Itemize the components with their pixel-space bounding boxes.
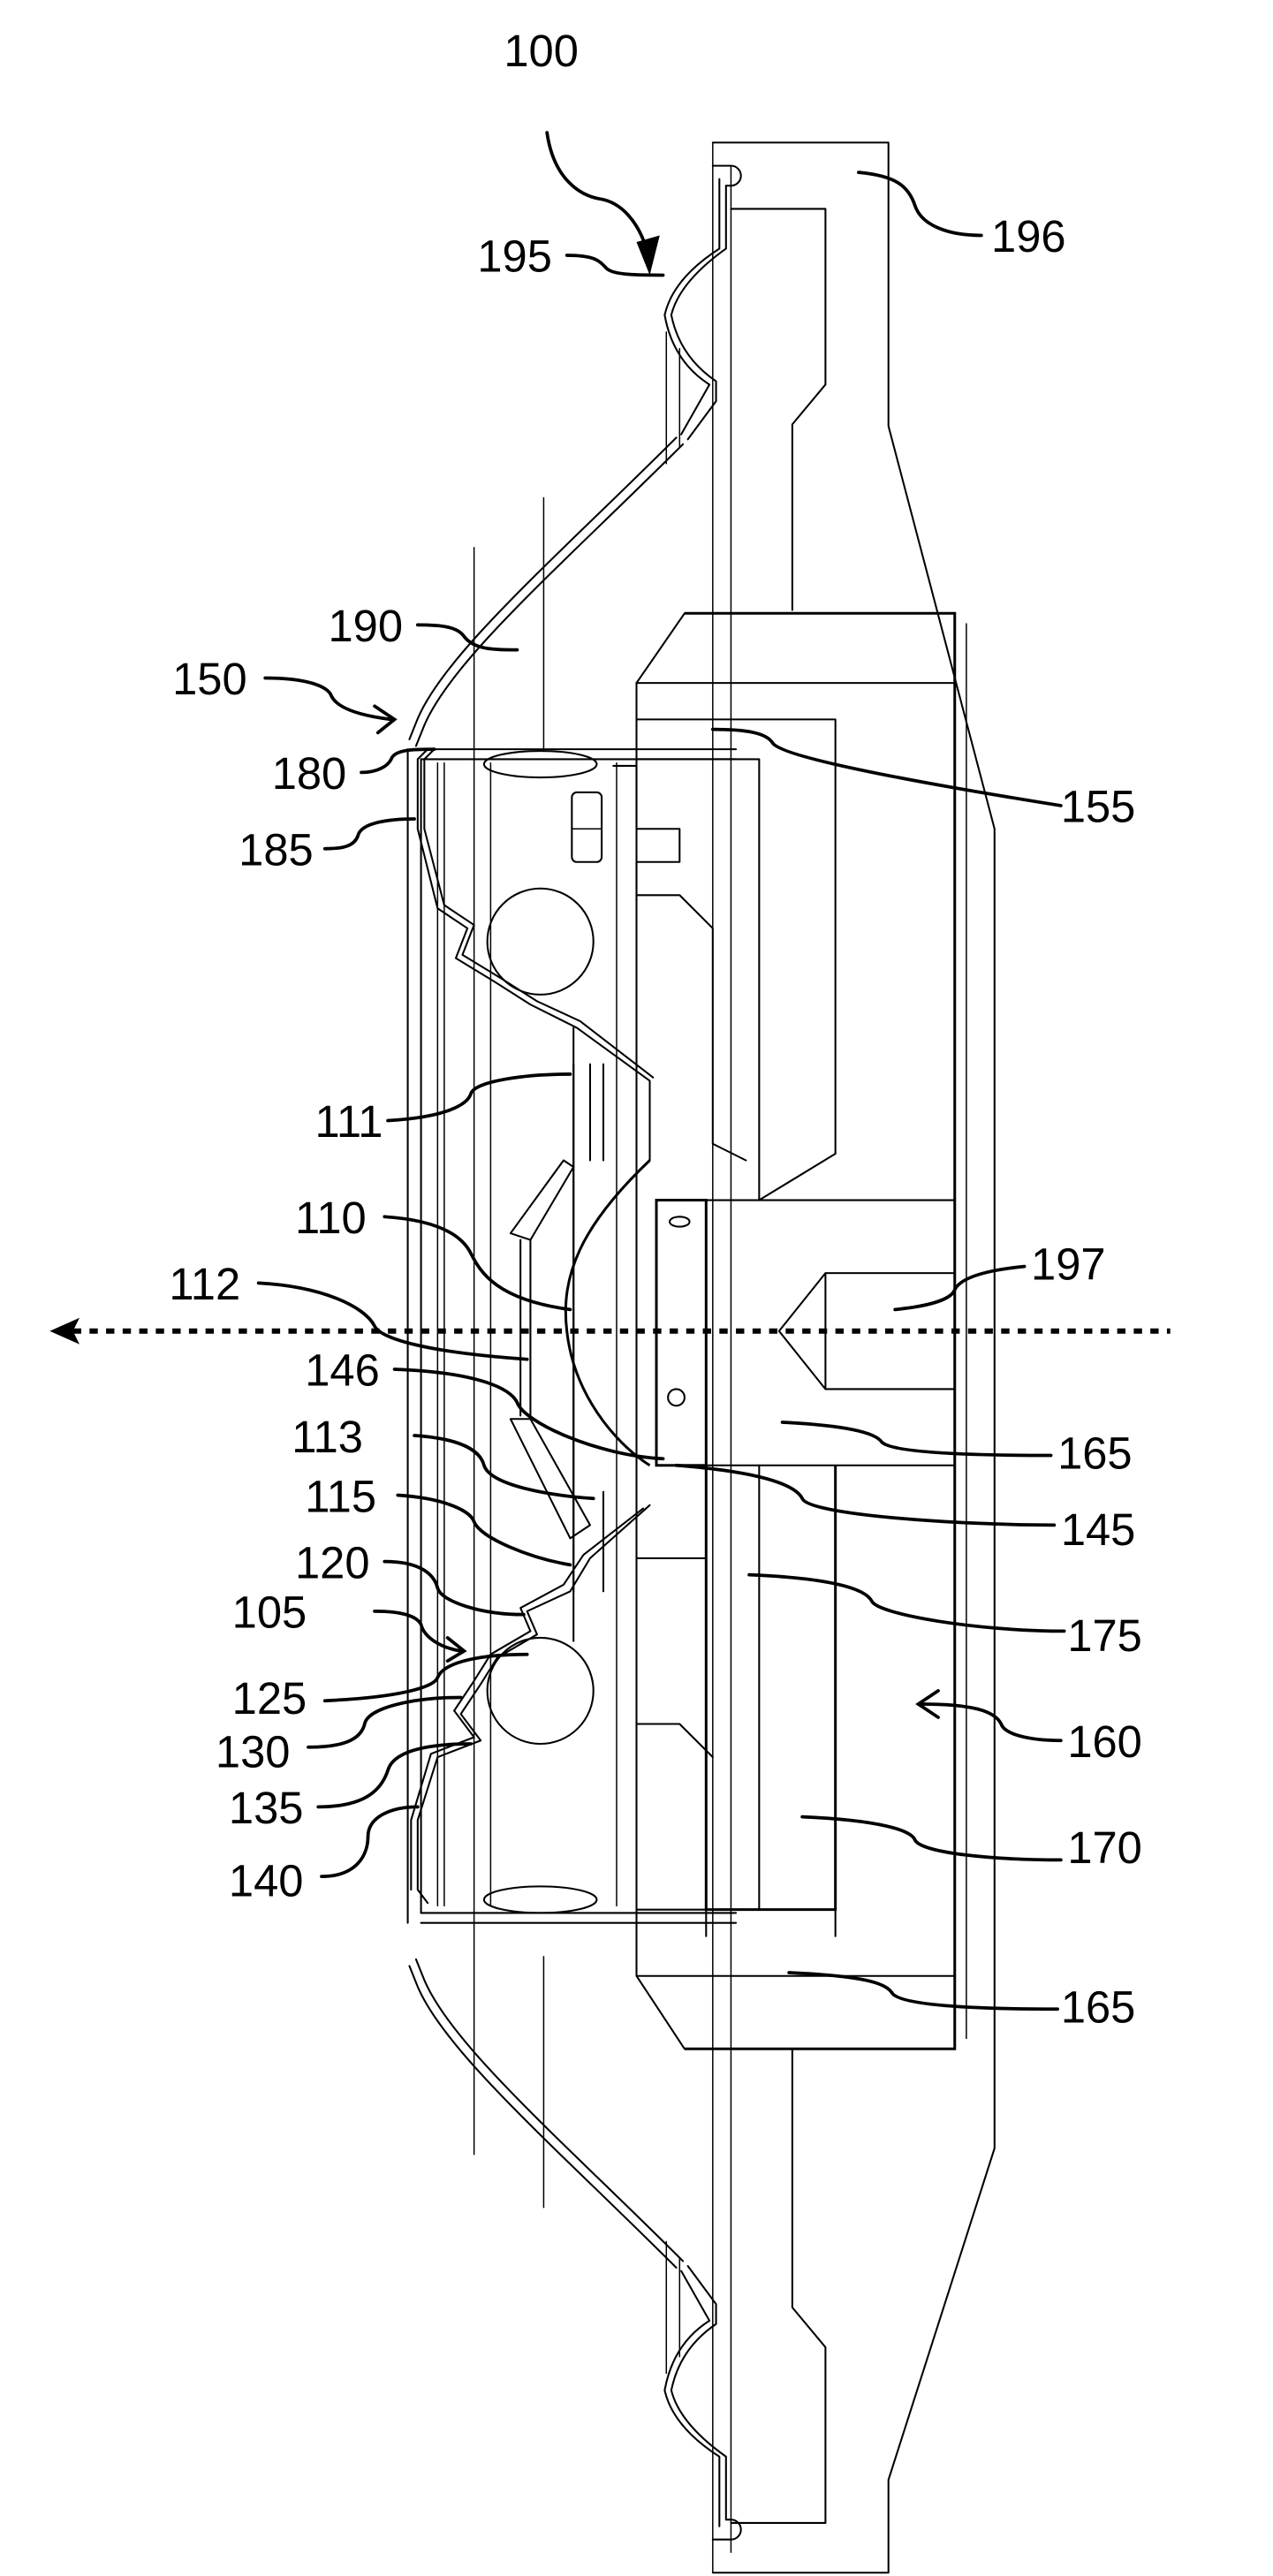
label-150: 150 (172, 654, 247, 704)
outer-housing-196 (711, 141, 996, 2574)
optical-axis (49, 1317, 1171, 1345)
label-146: 146 (305, 1345, 380, 1396)
label-160: 160 (1067, 1716, 1142, 1767)
cone-110 (509, 1063, 651, 1593)
label-165-bottom: 165 (1061, 1981, 1136, 2032)
label-130: 130 (216, 1726, 291, 1777)
label-170: 170 (1067, 1822, 1142, 1873)
label-185: 185 (239, 825, 314, 875)
label-196: 196 (991, 211, 1066, 261)
motor-body-upper (571, 718, 837, 1201)
label-112: 112 (169, 1259, 240, 1309)
label-197: 197 (1031, 1239, 1106, 1290)
clip-195-top (663, 164, 742, 465)
frame-basket (406, 748, 738, 1924)
label-195: 195 (477, 231, 552, 282)
label-145: 145 (1061, 1504, 1136, 1555)
label-125: 125 (232, 1673, 307, 1724)
label-100: 100 (504, 26, 579, 76)
label-140: 140 (229, 1856, 304, 1906)
label-113: 113 (292, 1412, 363, 1462)
label-110: 110 (295, 1193, 367, 1243)
clip-195-bottom (663, 2240, 742, 2541)
label-180: 180 (272, 748, 347, 799)
label-155: 155 (1061, 782, 1136, 832)
label-115: 115 (305, 1471, 376, 1521)
axis-arrowhead-icon (49, 1317, 80, 1345)
motor-body-lower (635, 1464, 837, 1937)
label-105: 105 (232, 1587, 307, 1638)
diaphragm-surround (410, 748, 655, 1905)
shell-190 (408, 436, 685, 2269)
label-190: 190 (329, 601, 404, 651)
label-165-middle: 165 (1057, 1428, 1133, 1479)
label-175: 175 (1067, 1610, 1142, 1661)
label-135: 135 (229, 1783, 304, 1833)
label-111: 111 (314, 1096, 383, 1147)
leader-lines (256, 131, 1066, 2012)
reference-labels: 100 195 196 190 150 180 155 185 111 110 … (169, 26, 1141, 2032)
label-120: 120 (295, 1537, 370, 1587)
housing-165 (635, 611, 967, 2050)
